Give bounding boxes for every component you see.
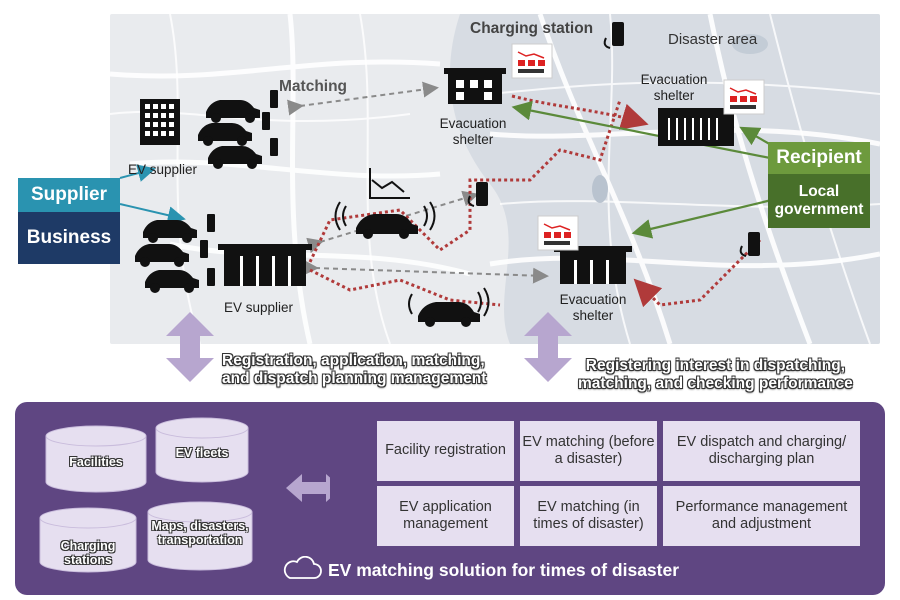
depot-building-icon	[218, 244, 312, 286]
connected-car-icon	[408, 287, 490, 327]
matching-label: Matching	[279, 78, 348, 95]
evacuation-shelter-icon	[658, 108, 734, 146]
local-government-line2: government	[774, 201, 864, 218]
evacuation-shelter-icon	[554, 246, 632, 284]
registration-caption: Registration, application, matching, and…	[222, 352, 486, 388]
shelter-right-line1: Evacuation	[640, 72, 708, 87]
ev-supplier-bottom-label: EV supplier	[224, 300, 294, 315]
interest-caption-line2: matching, and checking performance	[578, 374, 853, 392]
shelter-right-label: Evacuation shelter	[634, 72, 714, 103]
interest-caption-line1: Registering interest in dispatching,	[585, 357, 845, 374]
shelter-center-line2: shelter	[452, 131, 494, 147]
connected-car-icon	[334, 201, 436, 239]
local-government-line1: Local	[798, 183, 840, 201]
function-dispatch-plan: EV dispatch and charging/ discharging pl…	[663, 421, 860, 481]
function-ev-matching-before: EV matching (before a disaster)	[520, 421, 657, 481]
horizontal-double-arrow-icon	[286, 474, 330, 502]
charging-station-label: Charging station	[470, 20, 594, 37]
shelter-center-label: Evacuation shelter	[433, 116, 513, 147]
db-charging-stations-label: Charging stations	[60, 539, 116, 567]
database-group	[39, 417, 330, 573]
function-ev-application: EV application management	[377, 486, 514, 546]
ev-car-icon	[198, 100, 262, 169]
database-cylinder-icon	[39, 417, 253, 573]
function-ev-matching-disaster: EV matching (in times of disaster)	[520, 486, 657, 546]
office-building-icon	[140, 99, 180, 145]
ev-supplier-top-label: EV supplier	[128, 162, 198, 177]
shelter-bottom-label: Evacuation shelter	[553, 292, 633, 323]
matching-arrows	[287, 81, 549, 284]
status-dashboard-icon	[511, 43, 765, 251]
shelter-bottom-line2: shelter	[572, 307, 614, 323]
db-ev-fleets-label: EV fleets	[175, 446, 229, 460]
db-facilities-label: Facilities	[69, 455, 123, 469]
shelter-right-line2: shelter	[653, 87, 695, 103]
business-role-box: Business	[18, 212, 120, 264]
charger-icon	[262, 90, 278, 156]
cloud-icon	[283, 556, 322, 579]
registration-caption-line1: Registration, application, matching,	[222, 352, 485, 369]
ev-car-icon	[135, 220, 199, 293]
map-roads	[110, 14, 880, 344]
registration-caption-line2: and dispatch planning management	[222, 369, 487, 387]
supplier-arrows	[119, 164, 186, 225]
trend-chart-icon	[369, 168, 410, 199]
disaster-area-label: Disaster area	[668, 31, 758, 48]
supplier-role-box: Supplier	[18, 178, 120, 212]
function-performance-management: Performance management and adjustment	[663, 486, 860, 546]
government-arrows	[511, 100, 781, 239]
shelter-center-line1: Evacuation	[439, 116, 507, 131]
map-overlay	[119, 22, 781, 382]
shelter-bottom-line1: Evacuation	[559, 292, 627, 307]
interest-caption: Registering interest in dispatching, mat…	[578, 357, 853, 393]
double-arrow-icon	[166, 312, 572, 382]
recipient-role-box: Recipient	[768, 142, 870, 174]
local-government-role-box: Local government	[768, 174, 870, 228]
function-facility-registration: Facility registration	[377, 421, 514, 481]
evacuation-shelter-icon	[444, 68, 506, 104]
solution-title: EV matching solution for times of disast…	[328, 560, 680, 580]
charger-icon	[200, 214, 215, 286]
db-maps-label: Maps, disasters, transportation	[151, 519, 249, 547]
charging-station-icon	[467, 22, 760, 257]
